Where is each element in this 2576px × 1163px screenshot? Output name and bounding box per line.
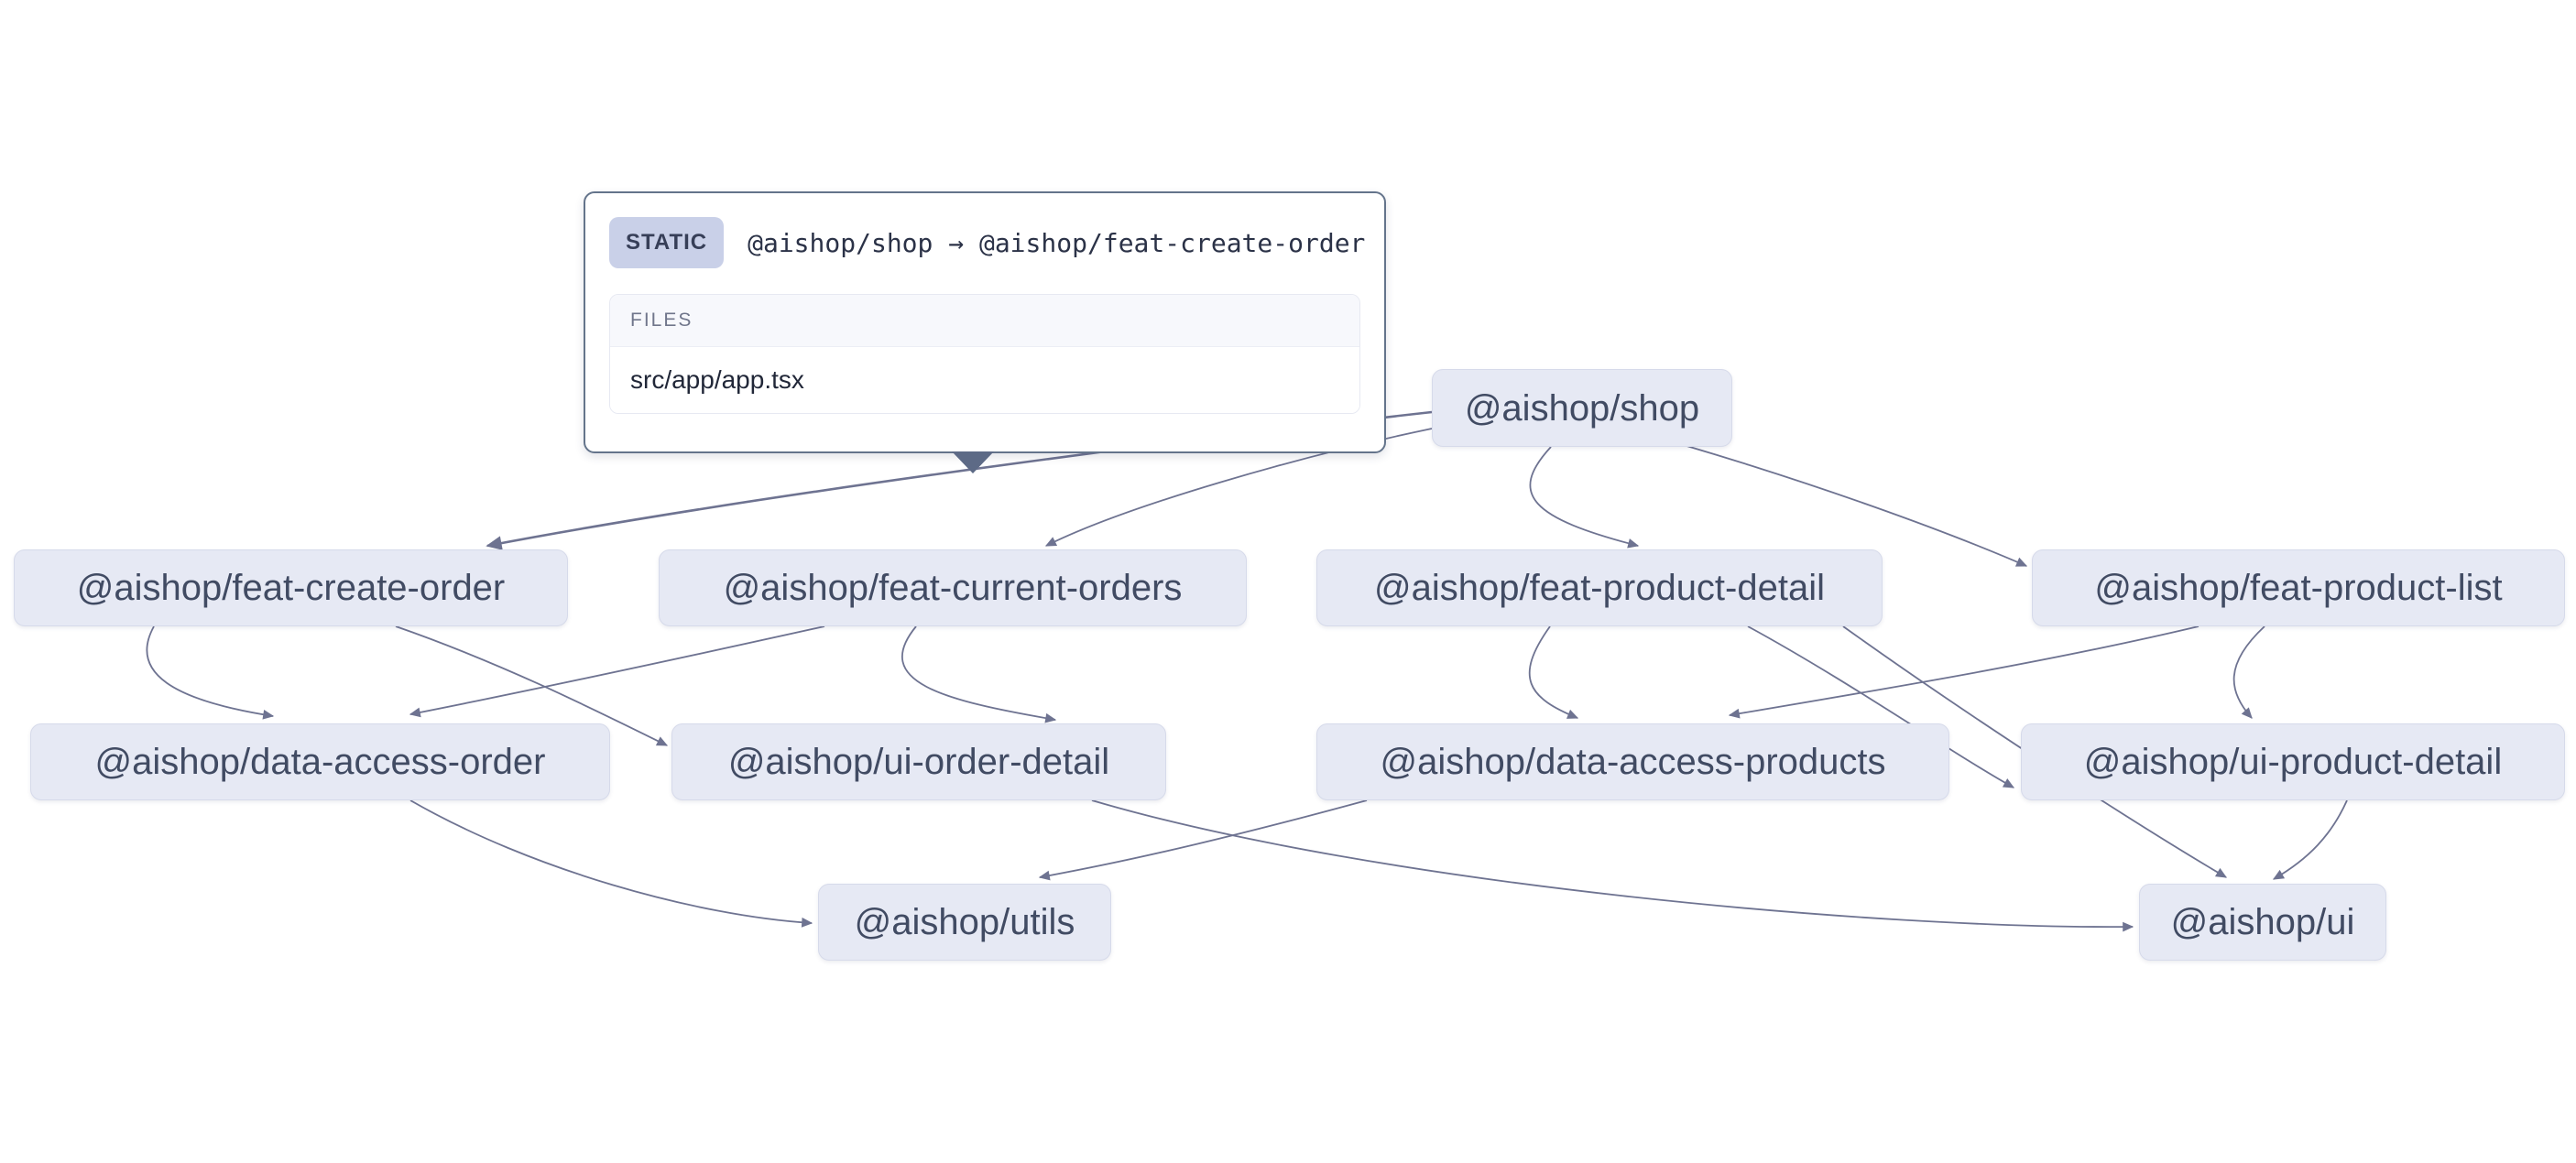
- edge-shop-to-feat-product-detail[interactable]: [1529, 446, 1640, 549]
- edge-ui-product-detail-to-ui[interactable]: [2272, 799, 2348, 880]
- node-feat-current-orders[interactable]: @aishop/feat-current-orders: [659, 549, 1247, 626]
- node-shop[interactable]: @aishop/shop: [1432, 369, 1732, 447]
- edge-feat-current-orders-to-data-access-order[interactable]: [409, 625, 825, 718]
- file-list-item: src/app/app.tsx: [610, 347, 1359, 413]
- edge-feat-product-detail-to-data-access-products[interactable]: [1528, 625, 1579, 719]
- edge-type-badge: STATIC: [609, 217, 725, 268]
- node-feat-product-list[interactable]: @aishop/feat-product-list: [2032, 549, 2565, 626]
- tooltip-header-row: STATIC @aishop/shop → @aishop/feat-creat…: [609, 217, 1365, 268]
- tooltip-caret-icon: [952, 451, 994, 473]
- node-feat-create-order[interactable]: @aishop/feat-create-order: [14, 549, 568, 626]
- edge-feat-create-order-to-data-access-order[interactable]: [146, 625, 275, 720]
- edge-feat-current-orders-to-ui-order-detail[interactable]: [901, 625, 1057, 723]
- edge-ui-order-detail-to-ui[interactable]: [1091, 799, 2134, 932]
- edge-feat-create-order-to-ui-order-detail[interactable]: [395, 625, 669, 746]
- files-panel: FILES src/app/app.tsx: [609, 294, 1360, 414]
- edge-feat-product-list-to-data-access-products[interactable]: [1728, 625, 2199, 719]
- edge-data-access-order-to-utils[interactable]: [409, 799, 813, 928]
- edge-data-access-products-to-utils[interactable]: [1038, 799, 1368, 881]
- node-utils[interactable]: @aishop/utils: [818, 884, 1111, 961]
- edge-relation-label: @aishop/shop → @aishop/feat-create-order: [748, 227, 1366, 258]
- edge-shop-to-feat-product-list[interactable]: [1683, 444, 2028, 567]
- node-ui[interactable]: @aishop/ui: [2139, 884, 2386, 961]
- edge-feat-product-list-to-ui-product-detail[interactable]: [2232, 625, 2265, 719]
- node-ui-product-detail[interactable]: @aishop/ui-product-detail: [2021, 723, 2565, 800]
- edge-tooltip: STATIC @aishop/shop → @aishop/feat-creat…: [584, 191, 1386, 473]
- node-ui-order-detail[interactable]: @aishop/ui-order-detail: [671, 723, 1166, 800]
- files-header-label: FILES: [610, 295, 1359, 347]
- node-data-access-products[interactable]: @aishop/data-access-products: [1316, 723, 1949, 800]
- node-data-access-order[interactable]: @aishop/data-access-order: [30, 723, 610, 800]
- edge-feat-product-detail-to-ui-product-detail[interactable]: [1747, 625, 2015, 788]
- node-feat-product-detail[interactable]: @aishop/feat-product-detail: [1316, 549, 1883, 626]
